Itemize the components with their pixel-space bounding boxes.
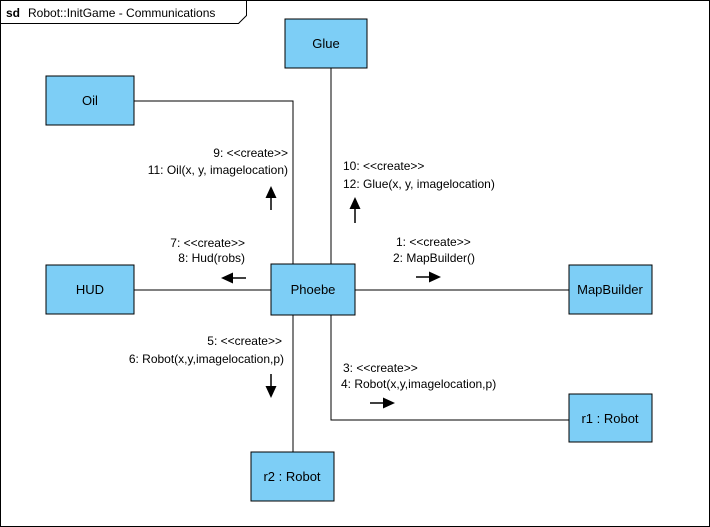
msg-hud-1: 7: <<create>>	[170, 236, 245, 250]
msg-glue-1: 10: <<create>>	[343, 159, 424, 173]
node-oil[interactable]: Oil	[45, 75, 135, 126]
links	[134, 68, 569, 452]
link-phoebe-r1	[330, 315, 569, 421]
node-glue[interactable]: Glue	[284, 18, 368, 69]
arrow-up-oil	[265, 186, 277, 210]
msg-mapbuilder-2: 2: MapBuilder()	[393, 251, 475, 265]
arrow-right-mapbuilder	[416, 271, 441, 283]
msg-hud-2: 8: Hud(robs)	[178, 251, 245, 265]
node-mapbuilder[interactable]: MapBuilder	[568, 264, 653, 315]
link-phoebe-oil	[134, 100, 294, 264]
node-hud-label: HUD	[76, 282, 104, 297]
message-arrows	[221, 186, 441, 409]
msg-mapbuilder-1: 1: <<create>>	[396, 235, 471, 249]
node-r1[interactable]: r1 : Robot	[568, 393, 653, 443]
msg-oil-1: 9: <<create>>	[213, 146, 288, 160]
frame-title: Robot::InitGame - Communications	[28, 6, 215, 20]
node-mapbuilder-label: MapBuilder	[577, 282, 643, 297]
node-r1-label: r1 : Robot	[581, 411, 638, 426]
message-labels: 9: <<create>> 11: Oil(x, y, imagelocatio…	[129, 146, 496, 391]
node-oil-label: Oil	[82, 93, 98, 108]
msg-glue-2: 12: Glue(x, y, imagelocation)	[343, 177, 495, 191]
msg-oil-2: 11: Oil(x, y, imagelocation)	[148, 163, 288, 177]
arrow-right-r1	[370, 397, 395, 409]
node-phoebe[interactable]: Phoebe	[270, 263, 356, 316]
frame-keyword: sd	[6, 6, 20, 20]
frame-title-tab	[0, 0, 247, 24]
msg-r2-1: 5: <<create>>	[207, 334, 282, 348]
arrow-down-r2	[265, 374, 277, 398]
msg-r1-2: 4: Robot(x,y,imagelocation,p)	[341, 377, 496, 391]
node-r2[interactable]: r2 : Robot	[250, 451, 335, 502]
node-phoebe-label: Phoebe	[291, 282, 336, 297]
node-glue-label: Glue	[312, 36, 339, 51]
msg-r1-1: 3: <<create>>	[343, 361, 418, 375]
msg-r2-2: 6: Robot(x,y,imagelocation,p)	[129, 352, 284, 366]
arrow-left-hud	[221, 272, 246, 284]
node-hud[interactable]: HUD	[45, 264, 135, 315]
arrow-up-glue	[349, 197, 361, 223]
node-r2-label: r2 : Robot	[263, 469, 320, 484]
